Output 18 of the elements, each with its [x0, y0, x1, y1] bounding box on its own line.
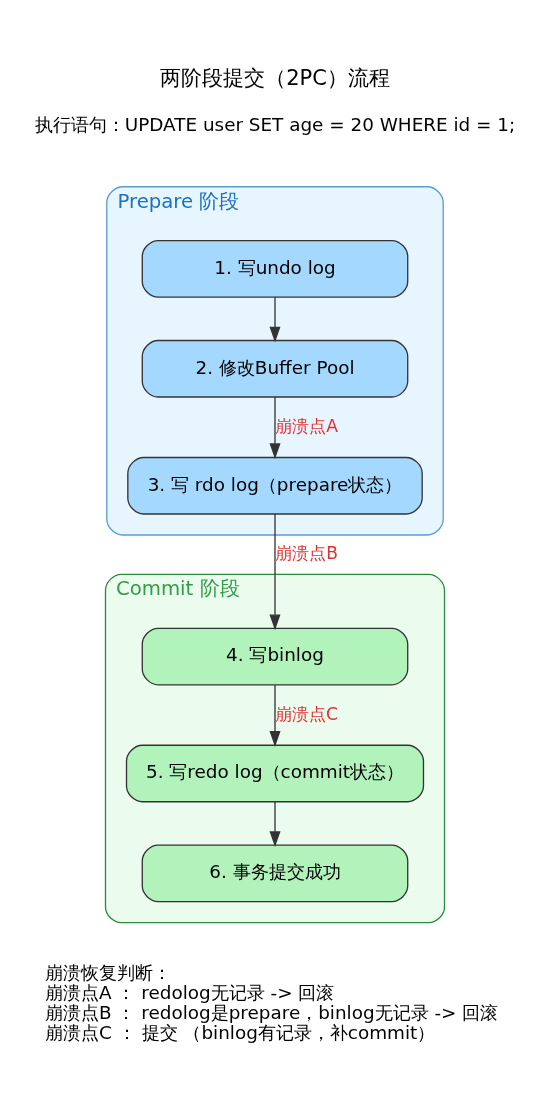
- arrow: [269, 684, 281, 747]
- node-box: 3. 写 rdo log（prepare状态）: [127, 456, 423, 515]
- arrow: [269, 396, 281, 460]
- arrow: [269, 296, 281, 343]
- node-box: 4. 写binlog: [141, 627, 409, 686]
- edge-label: 崩溃点B: [275, 543, 338, 564]
- node-box: 6. 事务提交成功: [141, 844, 409, 903]
- node-box: 5. 写redo log（commit状态）: [125, 744, 425, 803]
- label: 崩溃恢复判断：: [45, 962, 172, 984]
- arrow: [269, 801, 281, 848]
- diagram-title: 两阶段提交（2PC）流程: [160, 65, 390, 91]
- node-box: 1. 写undo log: [141, 240, 409, 298]
- edge-label: 崩溃点A: [275, 415, 338, 436]
- label: 崩溃点A ： redolog无记录 -> 回滚: [45, 982, 335, 1004]
- node-box: 2. 修改Buffer Pool: [141, 339, 409, 398]
- edge-label: 崩溃点C: [275, 703, 339, 724]
- arrow: [269, 513, 281, 631]
- label: 执行语句：UPDATE user SET age = 20 WHERE id = 1;: [34, 113, 516, 135]
